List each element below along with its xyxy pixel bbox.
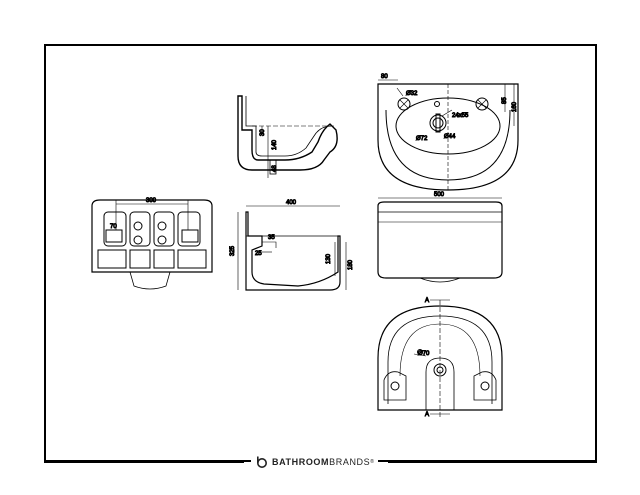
brand-name-light: BRANDS — [329, 457, 371, 467]
footer-rule-left — [44, 462, 244, 463]
dim-label: 85 — [502, 97, 508, 104]
dim-label: 130 — [326, 253, 332, 264]
dim-label: 160 — [512, 101, 518, 112]
dim-label: 325 — [230, 245, 236, 256]
view-rear — [91, 199, 213, 290]
dim-label: 180 — [348, 259, 354, 270]
view-section — [237, 95, 338, 178]
dim-label: Ø32 — [406, 91, 418, 97]
dim-label: 300 — [146, 198, 157, 204]
dim-label: Ø70 — [418, 351, 430, 357]
dim-label: 80 — [381, 74, 388, 80]
registered-mark: ® — [370, 459, 374, 465]
dim-label: 35 — [268, 235, 275, 241]
dim-label: 24x55 — [452, 113, 469, 119]
dim-label: Ø72 — [416, 136, 428, 142]
view-plan-bottom — [377, 299, 503, 418]
section-label: A — [425, 298, 429, 304]
dim-label: 70 — [110, 224, 117, 230]
dim-label: 30 — [260, 129, 266, 136]
dim-label: 400 — [286, 200, 297, 206]
view-side — [237, 205, 347, 291]
dim-label: 500 — [434, 192, 445, 198]
dim-label: 25 — [255, 251, 262, 257]
dim-label: Ø44 — [444, 134, 456, 140]
brand-name-bold: BATHROOM — [272, 457, 330, 467]
dim-label: 48 — [272, 165, 278, 172]
view-front — [377, 197, 503, 283]
b-logo-icon — [256, 456, 267, 468]
dim-label: 140 — [272, 139, 278, 150]
view-plan-top — [377, 79, 519, 191]
footer-rule-right — [388, 462, 597, 463]
section-label: A — [425, 412, 429, 418]
